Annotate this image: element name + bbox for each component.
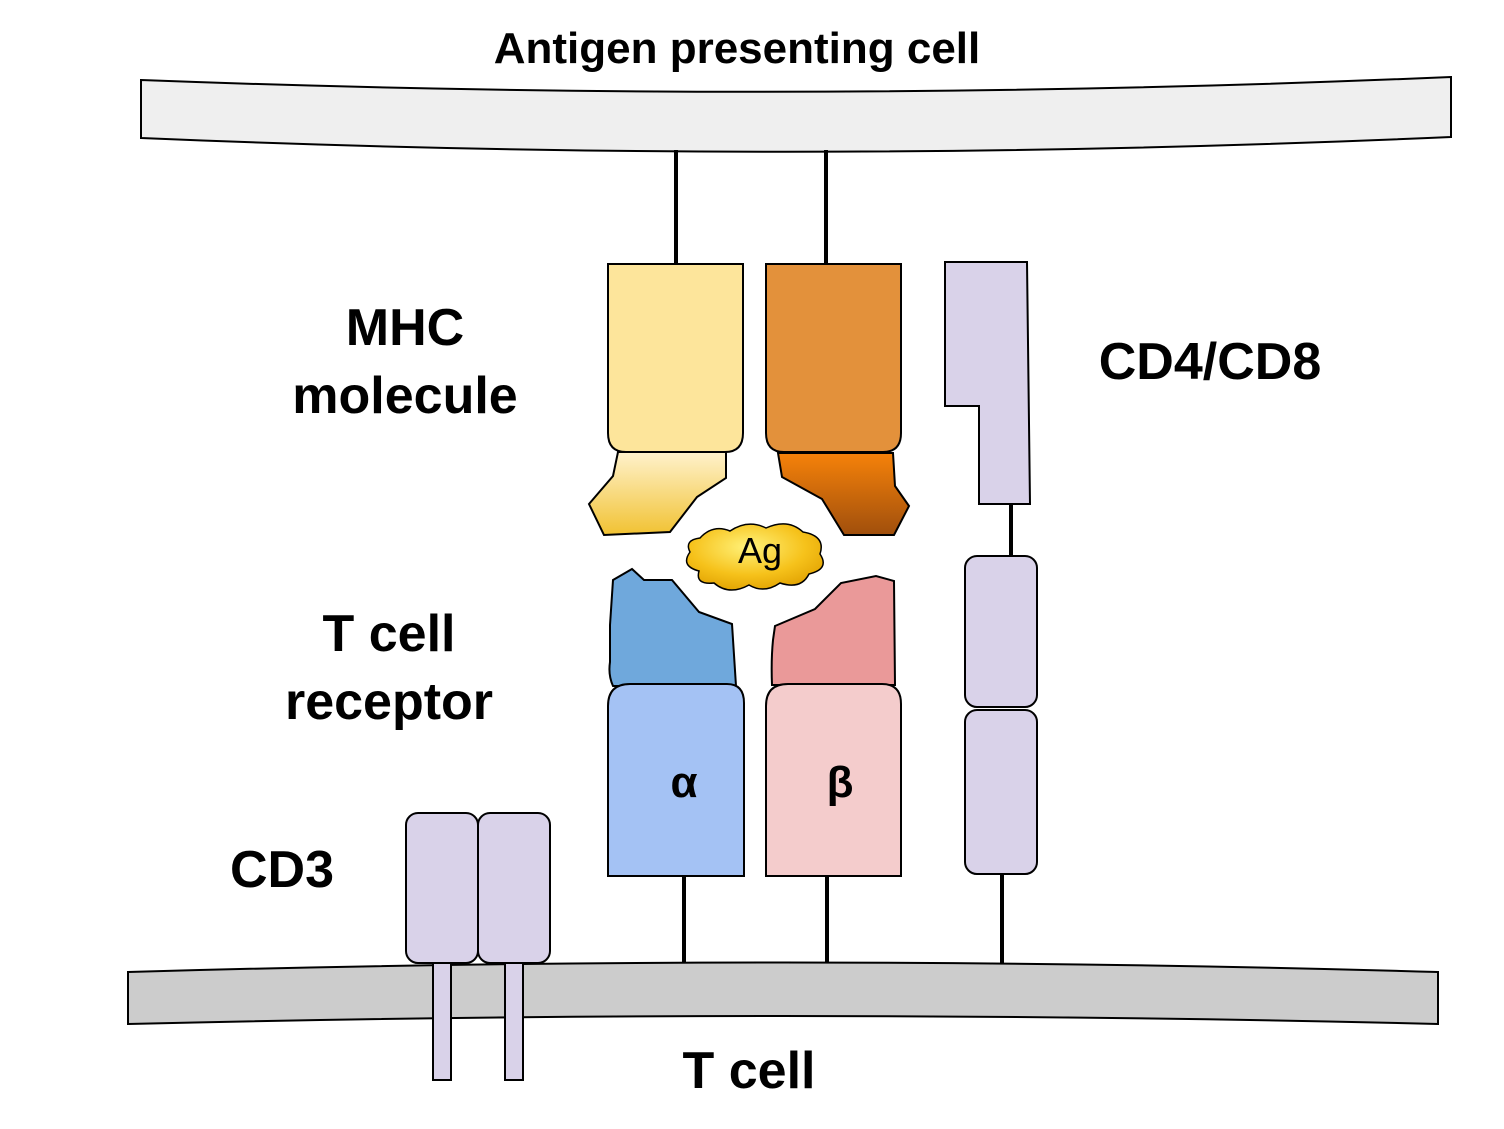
coreceptor-lower-domain: [964, 709, 1038, 875]
apc-membrane: [140, 75, 1452, 153]
antigen-label: Ag: [738, 530, 782, 571]
mhc-beta-body: [765, 263, 902, 453]
tcr-alpha-label: α: [670, 758, 697, 807]
tcr-beta-body: [765, 683, 902, 877]
apc-label: Antigen presenting cell: [494, 24, 981, 73]
cd3-domain-right: [477, 812, 551, 964]
tcr-alpha-body: [607, 683, 745, 877]
cd3-tail-left: [432, 962, 452, 1081]
mhc-alpha-groove: [587, 451, 727, 537]
mhc-beta-groove: [776, 452, 911, 536]
cd3-tail-right: [504, 962, 524, 1081]
mhc-alpha-body: [607, 263, 744, 453]
tcr-alpha-top: [608, 567, 738, 687]
coreceptor-middle-domain: [964, 555, 1038, 708]
cd3-domain-left: [405, 812, 479, 964]
cd3-label: CD3: [230, 841, 334, 899]
antigen-blob: [685, 523, 824, 591]
cd4cd8-label: CD4/CD8: [1099, 333, 1322, 391]
tcr-label-line2: receptor: [285, 673, 493, 731]
tcell-label: T cell: [683, 1042, 816, 1100]
mhc-label-line1: MHC: [346, 299, 464, 357]
tcr-label-line1: T cell: [323, 605, 456, 663]
coreceptor-top-domain: [944, 261, 1032, 505]
tcr-beta-label: β: [827, 758, 854, 807]
mhc-label-line2: molecule: [292, 367, 517, 425]
tcr-beta-top: [770, 574, 897, 686]
tcell-membrane: [127, 961, 1439, 1026]
